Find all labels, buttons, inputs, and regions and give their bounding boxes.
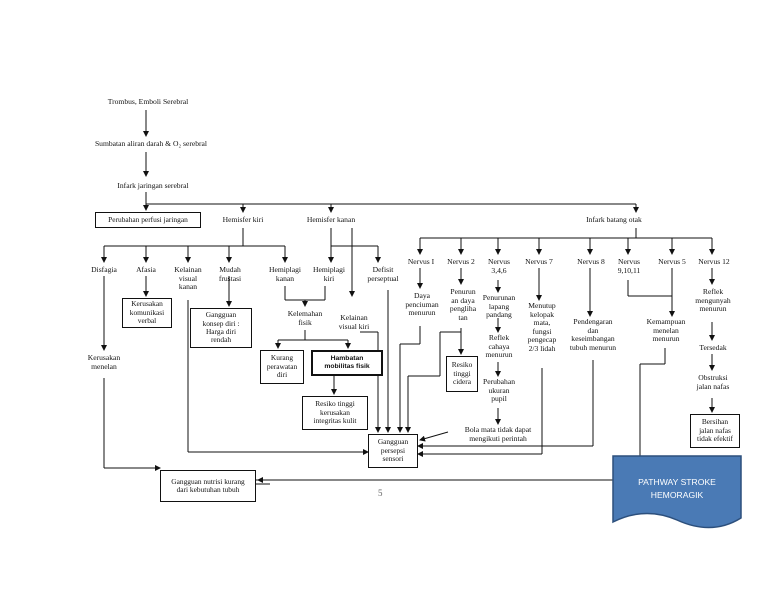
node-nervus-5: Nervus 5 — [658, 257, 686, 266]
node-nervus-7: Nervus 7 — [525, 257, 553, 266]
node-kerusakan-menelan: Kerusakan menelan — [87, 353, 121, 371]
node-kemampuan-menelan: Kemampuan menelan menurun — [646, 317, 686, 344]
node-daya-penciuman: Daya penciuman menurun — [405, 291, 439, 318]
node-gangguan-persepsi: Gangguan persepsi sensori — [368, 434, 418, 468]
node-hemiplagi-kiri: Hemiplagi kiri — [312, 265, 346, 283]
node-resiko-cidera: Resiko tinggi cidera — [446, 356, 478, 392]
node-obstruksi: Obstruksi jalan nafas — [696, 373, 730, 391]
node-disfagia: Disfagia — [91, 265, 117, 274]
node-kelemahan-fisik: Kelemahan fisik — [287, 309, 323, 327]
node-nervus-1: Nervus I — [407, 257, 435, 266]
node-trombus: Trombus, Emboli Serebral — [107, 97, 189, 106]
node-infark-jaringan: Infark jaringan serebral — [117, 181, 189, 190]
node-nervus-8: Nervus 8 — [577, 257, 605, 266]
node-kurang-perawatan: Kurang perawatan diri — [260, 350, 304, 384]
node-afasia: Afasia — [136, 265, 156, 274]
node-penurunan-lapang-pandang: Penurunan lapang pandang — [482, 293, 516, 320]
node-sumbatan: Sumbatan aliran darah & O₂ serebral — [94, 139, 208, 148]
node-menutup-kelopak: Menutup kelopak mata, fungsi pengecap 2/… — [527, 301, 557, 353]
node-bola-mata: Bola mata tidak dapat mengikuti perintah — [464, 425, 532, 443]
node-nervus-346: Nervus 3,4,6 — [488, 257, 510, 275]
banner-title: PATHWAY STROKE HEMORAGIK — [638, 477, 716, 500]
node-kerusakan-komunikasi: Kerusakan komunikasi verbal — [122, 298, 172, 328]
node-nervus-12: Nervus 12 — [698, 257, 730, 266]
node-penurunan-daya-penglihatan: Penurun an daya pengliha tan — [449, 287, 477, 322]
node-gangguan-nutrisi: Gangguan nutrisi kurang dari kebutuhan t… — [160, 470, 256, 502]
node-perubahan-ukuran-pupil: Perubahan ukuran pupil — [482, 377, 516, 404]
node-resiko-integritas: Resiko tinggi kerusakan integritas kulit — [302, 396, 368, 430]
node-hemiplagi-kanan: Hemiplagi kanan — [268, 265, 302, 283]
node-pendengaran: Pendengaran dan keseimbangan tubuh menur… — [569, 317, 617, 352]
page-number: 5 — [378, 488, 383, 498]
node-refleks-cahaya: Reflek cahaya menurun — [485, 333, 513, 360]
node-nervus-2: Nervus 2 — [447, 257, 475, 266]
node-gangguan-konsep-diri: Gangguan konsep diri : Harga diri rendah — [190, 308, 252, 348]
node-hambatan-mobilitas: Hambatan mobilitas fisik — [311, 350, 383, 376]
banner-shape — [612, 455, 742, 529]
node-hemisfer-kanan: Hemisfer kanan — [306, 215, 356, 224]
node-infark-batang: Infark batang otak — [586, 215, 642, 224]
node-refleks-mengunyah: Reflek mengunyah menurun — [695, 287, 731, 314]
node-defisit-perseptual: Defisit perseptual — [367, 265, 399, 283]
node-nervus-91011: Nervus 9,10,11 — [617, 257, 641, 275]
node-bersihan-jalan-nafas: Bersihan jalan nafas tidak efektif — [690, 414, 740, 448]
node-kelainan-visual-kiri: Kelainan visual kiri — [338, 313, 370, 331]
node-mudah-frustasi: Mudah frustasi — [218, 265, 242, 283]
node-hemisfer-kiri: Hemisfer kiri — [222, 215, 264, 224]
node-perubahan-perfusi: Perubahan perfusi jaringan — [95, 212, 201, 228]
node-tersedak: Tersedak — [699, 343, 727, 352]
node-kelainan-visual-kanan: Kelainan visual kanan — [174, 265, 202, 292]
